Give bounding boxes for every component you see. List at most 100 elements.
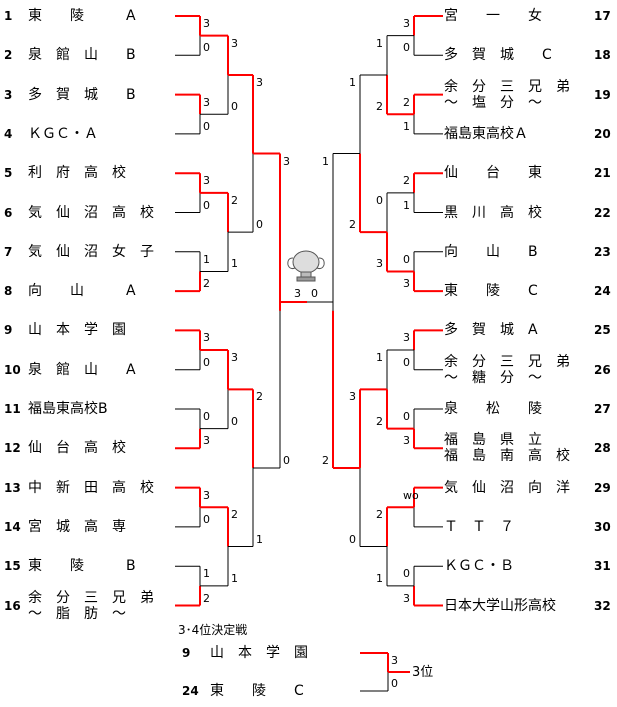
team-name-line: 東 陵 A [28,8,136,24]
match-score: 0 [283,453,290,467]
match-score: 1 [403,119,410,133]
team-name: 福 島 県 立福 島 南 高 校 [444,432,570,464]
team-name: 気 仙 沼 高 校 [28,205,154,221]
team-name-line: 余 分 三 兄 弟 [28,589,154,606]
match-score: 2 [231,193,238,207]
match-score: 2 [203,277,210,291]
match-score: 0 [349,532,356,546]
match-score: 1 [403,198,410,212]
seed-number: 29 [594,480,611,495]
match-score: 2 [403,174,410,188]
match-score: 0 [403,252,410,266]
match-score: 0 [231,100,238,114]
match-score: 3 [203,434,210,448]
match-score: 3 [403,331,410,345]
seed-number: 18 [594,48,611,63]
seed-number: 12 [4,441,21,456]
team-name-line: 福島東高校B [28,401,108,417]
team-name: 余 分 三 兄 弟～ 塩 分 ～ [444,79,570,111]
team-name-line: 福島東高校Ａ [444,125,528,142]
match-score: 3 [403,277,410,291]
match-score: 3 [203,331,210,345]
team-name: 東 陵 C [210,683,304,699]
team-name: 宮 一 女 [444,8,542,24]
third-place-result: 3位 [412,665,434,680]
seed-number: 22 [594,205,611,220]
team-name-line: 利 府 高 校 [28,165,126,182]
match-score: 1 [203,252,210,266]
team-name: 福島東高校B [28,401,108,417]
seed-number: 10 [4,362,21,377]
match-score: 0 [403,567,410,581]
seed-number: 17 [594,9,611,23]
team-name-line: ＫＧＣ・Ｂ [444,558,514,575]
seed-number: 31 [594,559,611,574]
team-name: 福島東高校Ａ [444,126,528,142]
match-score: 2 [376,100,383,114]
seed-number: 30 [594,519,611,534]
match-score: 0 [256,218,263,232]
team-name: 宮 城 高 専 [28,519,126,535]
team-name: 東 陵 A [28,8,136,24]
match-score: 0 [403,41,410,55]
seed-number: 3 [4,87,13,102]
match-score: 3 [391,654,398,667]
team-name: 向 山 B [444,244,538,260]
team-name-line: 東 陵 B [28,558,136,575]
match-score: 3 [403,591,410,605]
match-score: 3 [376,257,383,271]
team-name-line: 仙 台 高 校 [28,440,126,457]
seed-number: 24 [594,284,611,299]
seed-number: 15 [4,559,21,574]
match-score: 1 [376,351,383,365]
match-score: 1 [322,154,329,168]
seed-number: 16 [4,598,21,613]
team-name-line: 宮 城 高 専 [28,518,126,535]
match-score: 3 [283,154,290,168]
seed-number: 11 [4,402,21,416]
match-score: 3 [403,434,410,448]
team-name: 仙 台 東 [444,165,542,181]
team-name: ＫＧＣ・Ａ [28,126,98,142]
team-name: 中 新 田 高 校 [28,480,154,496]
match-score: 0 [203,41,210,55]
match-score: 3 [256,75,263,89]
seed-number: 9 [4,323,13,338]
seed-number: 8 [4,284,13,299]
team-name: 利 府 高 校 [28,165,126,181]
seed-number: 4 [4,126,13,141]
team-name-line: 日本大学山形高校 [444,597,556,614]
seed-number: 32 [594,598,611,613]
match-score: 2 [376,414,383,428]
match-score: 0 [231,414,238,428]
seed-number: 25 [594,323,611,338]
seed-number: 14 [4,519,21,534]
match-score: 1 [256,532,263,546]
team-name: 多 賀 城 B [28,87,136,103]
team-name: 山 本 学 園 [210,645,308,661]
match-score: 0 [376,193,383,207]
seed-number: 24 [182,684,199,698]
team-name-line: 泉 館 山 B [28,47,136,64]
match-score: 2 [403,95,410,109]
team-name-line: 山 本 学 園 [28,322,126,339]
match-score: 1 [376,571,383,585]
seed-number: 13 [4,480,21,495]
team-name-line: 気 仙 沼 女 子 [28,243,154,260]
seed-number: 1 [4,9,13,23]
team-name: 泉 館 山 B [28,47,136,63]
seed-number: 26 [594,362,611,377]
seed-number: 6 [4,205,13,220]
match-score: 2 [203,591,210,605]
team-name-line: ～ 脂 肪 ～ [28,605,126,622]
match-score: 0 [403,355,410,369]
match-score: 0 [403,410,410,423]
match-score: 1 [231,257,238,271]
match-score: 3 [203,95,210,109]
match-score: 2 [376,508,383,522]
team-name-line: 泉 松 陵 [444,401,542,417]
match-score: 3 [349,390,356,404]
team-name: 日本大学山形高校 [444,598,556,614]
match-score: 2 [231,508,238,522]
